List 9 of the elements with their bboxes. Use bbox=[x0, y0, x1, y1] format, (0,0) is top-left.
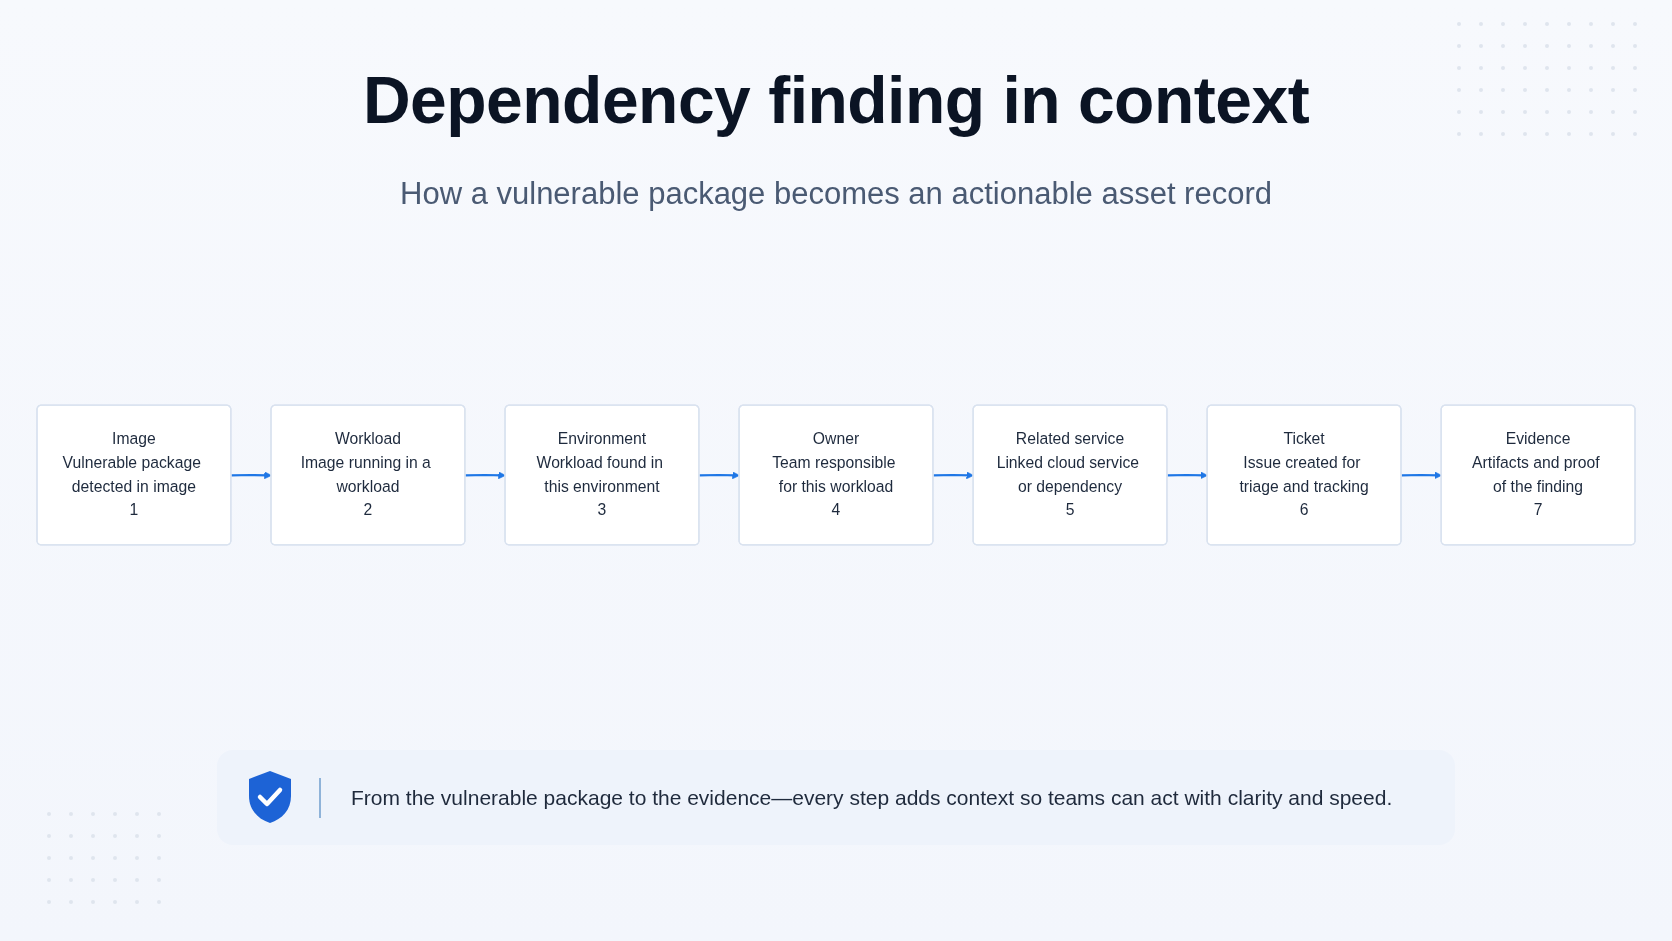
arrow bbox=[465, 471, 506, 480]
arrow bbox=[1167, 471, 1208, 480]
subtitle: How a vulnerable package becomes an actionable asset record bbox=[400, 176, 1272, 212]
note-text: From the vulnerable package to the evidence—every step adds context so teams can act with clarity and speed. bbox=[351, 786, 1393, 810]
arrow bbox=[933, 471, 974, 480]
title: Dependency finding in context bbox=[362, 62, 1310, 138]
arrow bbox=[699, 471, 740, 480]
arrow bbox=[231, 471, 272, 480]
arrow bbox=[1401, 471, 1442, 480]
